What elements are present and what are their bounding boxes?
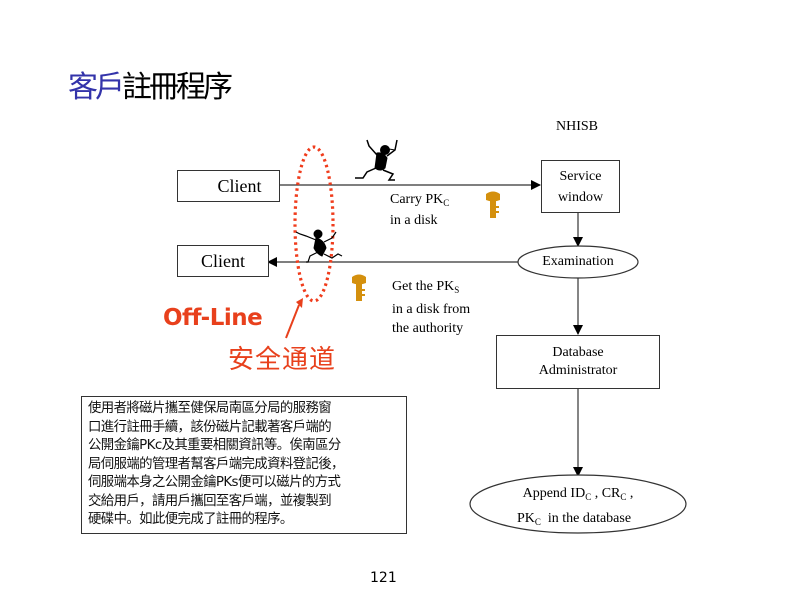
offline-pointer-arrow <box>285 304 300 339</box>
append-cr-sub: C <box>620 492 627 502</box>
key-icon <box>352 274 366 301</box>
carry-label-sub: C <box>443 198 450 208</box>
explanation-note: 使用者將磁片攜至健保局南區分局的服務窗 口進行註冊手續，該份磁片記載著客戶端的 … <box>81 396 407 534</box>
note-line: 使用者將磁片攜至健保局南區分局的服務窗 <box>88 401 332 416</box>
client-top-label: Client <box>217 175 262 196</box>
carry-label-line2: in a disk <box>390 213 438 228</box>
note-line: 公開金鑰PKc及其重要相關資訊等。俟南區分 <box>88 438 341 453</box>
db-admin-line2: Administrator <box>538 363 618 378</box>
note-line: 局伺服端的管理者幫客戶端完成資料登記後， <box>88 456 344 472</box>
note-line: 硬碟中。如此便完成了註冊的程序。 <box>88 512 293 527</box>
append-id-sub: C <box>585 492 592 502</box>
note-line: 伺服端本身之公開金鑰PKs便可以磁片的方式 <box>88 475 341 490</box>
note-line: 口進行註冊手續，該份磁片記載著客戶端的 <box>88 419 332 435</box>
service-window-line1: Service <box>559 168 602 184</box>
carry-label-line1: Carry PK <box>390 192 444 207</box>
examination-label: Examination <box>542 254 614 269</box>
append-comma: , <box>626 486 634 501</box>
running-man-icon <box>355 139 398 181</box>
get-label-line1: Get the PK <box>392 279 455 294</box>
secure-channel-ellipse <box>293 145 335 303</box>
client-box-bottom: Client <box>177 245 269 277</box>
slide-title: 客戶註冊程序 <box>68 62 233 106</box>
client-bottom-label: Client <box>201 250 245 271</box>
title-part-customer: 客戶 <box>68 70 125 105</box>
db-admin-box: Database Administrator <box>496 335 660 389</box>
running-man-icon <box>295 229 343 263</box>
client-box-top: Client <box>177 170 280 202</box>
examination-node <box>517 245 639 279</box>
append-label: Append IDC , CRC , PKC in the database <box>470 483 686 533</box>
get-label-line2: in a disk from <box>392 302 471 317</box>
title-part-registration: 註冊程序 <box>122 70 233 105</box>
service-window-box: Service window <box>541 160 620 213</box>
get-label-sub: S <box>454 285 460 295</box>
append-pk-sub: C <box>534 517 541 527</box>
get-key-label: Get the PKS in a disk from the authority <box>392 277 470 338</box>
org-label: NHISB <box>556 119 599 134</box>
page-number: 121 <box>370 570 397 586</box>
offline-label: Off-Line <box>163 305 263 331</box>
append-id: Append ID <box>522 486 586 501</box>
append-node <box>469 474 687 534</box>
service-window-line2: window <box>557 189 604 205</box>
get-label-line3: the authority <box>392 321 464 336</box>
note-line: 交給用戶，請用戶攜回至客戶端，並複製到 <box>88 493 332 509</box>
offline-pointer-arrowhead <box>296 298 303 308</box>
carry-label: Carry PKC in a disk <box>390 191 449 229</box>
secure-channel-label: 安全通道 <box>228 345 337 375</box>
key-icon <box>486 191 500 218</box>
db-admin-line1: Database <box>552 345 604 360</box>
append-pk: PK <box>516 511 535 526</box>
append-cr: , CR <box>591 486 621 501</box>
append-rest: in the database <box>540 511 632 526</box>
